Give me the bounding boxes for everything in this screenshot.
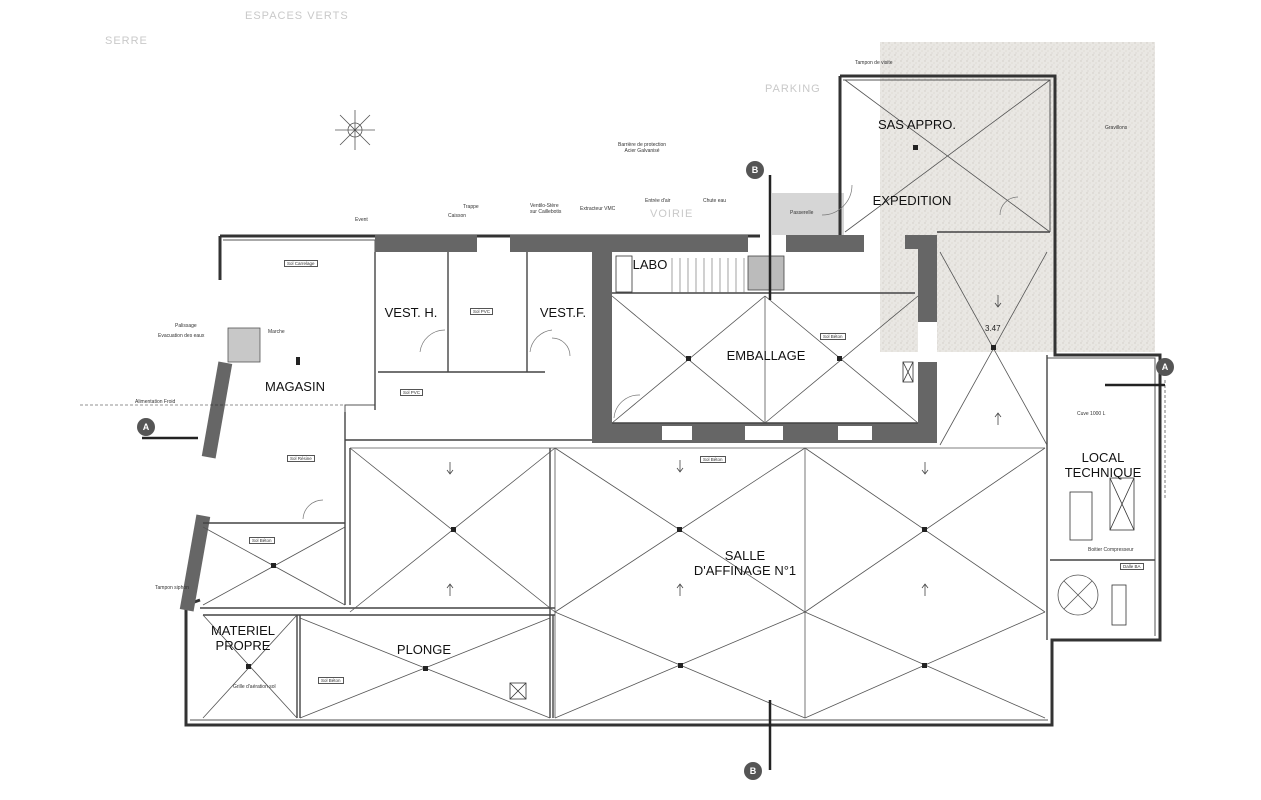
room-salle-affinage: SALLE D'AFFINAGE N°1 xyxy=(693,548,797,578)
grid-panel xyxy=(747,255,785,291)
floor-box-magasin-resine: Sol Résine xyxy=(287,455,315,462)
room-vest-f: VEST.F. xyxy=(539,305,587,320)
local-technique-equipment xyxy=(509,361,1135,700)
passerelle-area xyxy=(772,193,844,235)
annotation-chute-eau: Chute eau xyxy=(703,198,727,204)
annotation-trappe: Trappe xyxy=(463,204,479,210)
annotation-event: Event xyxy=(355,217,368,223)
ceiling-points xyxy=(246,145,996,671)
annotation-marche: Marche xyxy=(268,329,285,335)
annotation-entree-air: Entrée d'air xyxy=(645,198,671,204)
annotation-extracteur: Extracteur VMC xyxy=(580,206,616,212)
annotation-caisson: Caisson xyxy=(448,213,467,219)
section-marker-b-top: B xyxy=(746,161,764,179)
annotation-bottier: Boitier Compresseur xyxy=(1088,547,1134,553)
floor-box-salle-beton: Sol Béton xyxy=(700,456,726,463)
labo-stairs xyxy=(671,258,745,293)
room-labo: LABO xyxy=(632,257,668,272)
section-marker-a-right: A xyxy=(1156,358,1174,376)
room-plonge: PLONGE xyxy=(396,642,452,657)
floor-box-corridor-pvc: Sol PVC xyxy=(400,389,424,396)
north-compass-icon xyxy=(335,110,375,150)
annotation-tampon-syphon: Tampon siphon xyxy=(155,585,189,591)
floor-box-vest-pvc: Sol PVC xyxy=(470,308,494,315)
slope-arrows xyxy=(446,295,1002,596)
annotation-evacuation: Evacuation des eaux xyxy=(158,333,205,339)
floor-box-magasin-carrelage: Sol Carrelage xyxy=(284,260,318,267)
annotation-tampon-visite: Tampon de visite xyxy=(855,60,893,66)
floor-box-dalle: Dalle BA xyxy=(1120,563,1144,570)
room-emballage: EMBALLAGE xyxy=(726,348,806,363)
room-sas-appro: SAS APPRO. xyxy=(877,117,957,132)
annotation-ventilo: Ventilo-Stère sur Caillebotis xyxy=(530,203,562,215)
section-lines xyxy=(80,175,1166,770)
floor-box-materiel-beton: Sol Béton xyxy=(249,537,275,544)
annotation-palissage: Palissage xyxy=(175,323,197,329)
site-label-espaces-verts: ESPACES VERTS xyxy=(245,10,349,22)
site-label-voirie: VOIRIE xyxy=(650,208,694,220)
labo-equipment xyxy=(615,255,633,293)
floor-box-emballage-beton: Sol Béton xyxy=(820,333,846,340)
magasin-grid-panel xyxy=(227,327,261,363)
floor-box-plonge-beton: Sol Béton xyxy=(318,677,344,684)
site-label-parking: PARKING xyxy=(765,83,821,95)
annotation-alimentation: Alimentation Froid xyxy=(135,399,176,405)
annotation-cuve: Cuve 1000 L xyxy=(1077,411,1106,417)
section-marker-a-left: A xyxy=(137,418,155,436)
room-vest-h: VEST. H. xyxy=(384,305,438,320)
door-swings xyxy=(302,184,1019,520)
site-label-serre: SERRE xyxy=(105,35,148,47)
annotation-passerelle: Passerelle xyxy=(790,210,814,216)
annotation-gravillons: Gravillons xyxy=(1105,125,1128,131)
annotation-grille: Grille d'aération sol xyxy=(233,684,276,690)
section-marker-b-bottom: B xyxy=(744,762,762,780)
room-local-technique: LOCAL TECHNIQUE xyxy=(1064,450,1142,480)
room-materiel-propre: MATERIEL PROPRE xyxy=(210,623,276,653)
annotation-barriere: Barrière de protection Acier Galvanisé xyxy=(618,142,667,154)
room-magasin: MAGASIN xyxy=(265,379,325,394)
room-expedition: EXPEDITION xyxy=(872,193,952,208)
dimension-label: 3.47 xyxy=(985,324,1001,333)
dark-walls xyxy=(179,235,937,612)
